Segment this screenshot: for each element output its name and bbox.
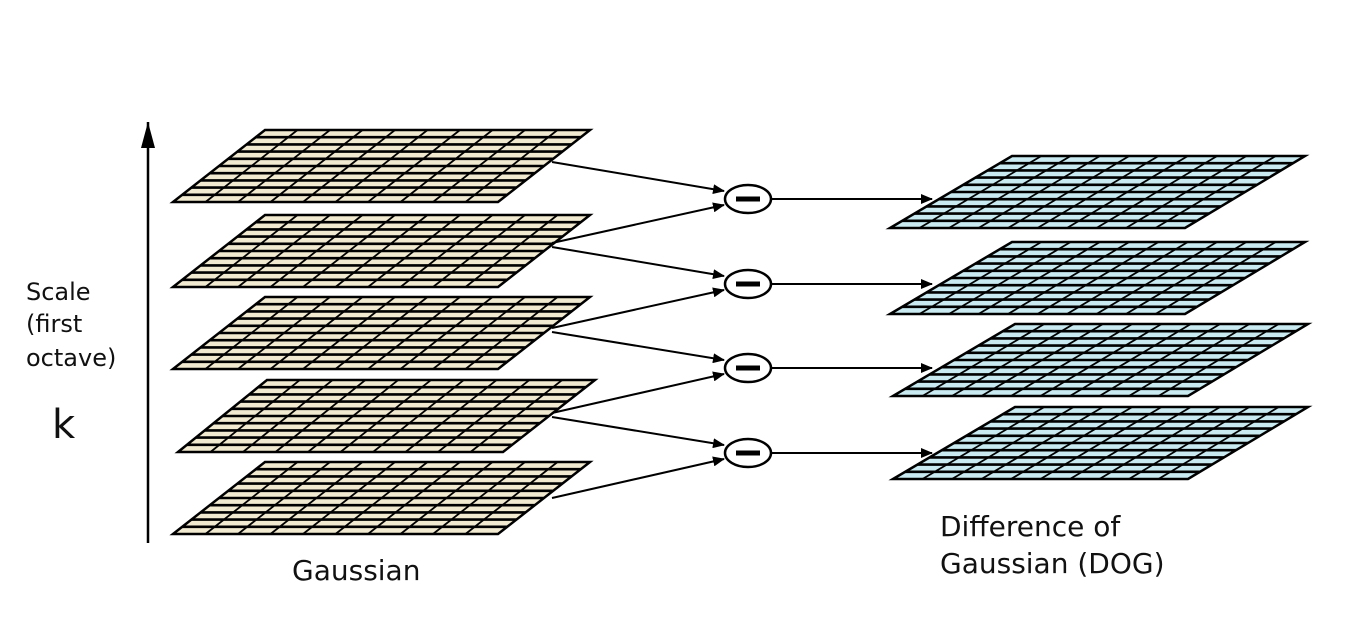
- minus-sign: [736, 450, 760, 456]
- dog-layer-2-grid-col: [1125, 241, 1247, 315]
- gaussian-layer-5-grid-col: [464, 461, 559, 535]
- gaussian-layer-3-grid-col: [399, 296, 494, 370]
- gaussian-layer-5-grid-col: [399, 461, 494, 535]
- minus-sign: [736, 281, 760, 287]
- gaussian-layer-1-grid-col: [399, 129, 494, 203]
- gaussian-layer-4-grid-col: [372, 379, 465, 453]
- dog-layer-4-grid-col: [1158, 406, 1280, 480]
- gaussian-layer-3: [169, 295, 594, 371]
- subtract-stage-3: [551, 331, 933, 414]
- gaussian-layer-1-grid-col: [334, 129, 429, 203]
- gaussian-layer-2: [169, 213, 594, 289]
- dog-layer-3-grid-col: [1040, 323, 1162, 397]
- dog-layer-1: [885, 154, 1310, 230]
- gaussian-layer-2-grid-col: [432, 214, 526, 288]
- gaussian-layer-2-grid-col: [367, 214, 461, 288]
- gaussian-layer-stack: [169, 128, 599, 536]
- dog-layer-2-grid-col: [1037, 241, 1159, 315]
- input-arrow-upper: [551, 246, 725, 280]
- subtract-stage-2: [551, 246, 933, 329]
- minus-sign: [736, 365, 760, 371]
- dog-layer-4-grid-col: [1069, 406, 1192, 480]
- input-arrow-lower: [551, 287, 725, 329]
- gaussian-layer-1-grid-col: [367, 129, 461, 203]
- gaussian-layer-5-grid-col: [432, 461, 526, 535]
- dog-layer-1-grid-col: [1037, 155, 1159, 229]
- gaussian-layer-2-grid-col: [399, 214, 494, 288]
- gaussian-layer-4: [174, 378, 599, 454]
- gaussian-layer-2-grid-col: [464, 214, 559, 288]
- dog-layer-1-grid-col: [1155, 155, 1277, 229]
- dog-layer-2-grid-col: [1066, 241, 1189, 315]
- gaussian-layer-4-grid-col: [469, 379, 563, 453]
- gaussian-label: Gaussian: [292, 554, 420, 587]
- dog-layer-4: [888, 405, 1313, 481]
- input-arrow-lower: [551, 456, 725, 499]
- dog-layer-3: [888, 322, 1313, 398]
- subtract-stage-4: [551, 416, 933, 499]
- dog-layer-1-grid-col: [1096, 155, 1218, 229]
- dog-layer-stack: [885, 154, 1313, 481]
- dog-label-line2: Gaussian (DOG): [940, 547, 1165, 580]
- scale-label-line2: (first: [26, 310, 82, 338]
- scale-axis-arrowhead: [141, 122, 155, 148]
- minus-sign: [736, 196, 760, 202]
- input-arrow-lower: [551, 371, 725, 414]
- gaussian-layer-3-grid-col: [334, 296, 429, 370]
- gaussian-layer-1-grid-col: [432, 129, 526, 203]
- input-arrow-upper: [551, 161, 725, 195]
- subtraction-connectors: [551, 161, 933, 499]
- gaussian-layer-3-grid-col: [464, 296, 559, 370]
- scale-label-line3: octave): [26, 344, 116, 372]
- dog-layer-4-grid-col: [1128, 406, 1250, 480]
- scale-label-line1: Scale: [26, 278, 91, 306]
- dog-label-line1: Difference of: [940, 510, 1121, 543]
- gaussian-layer-5-grid-col: [334, 461, 429, 535]
- gaussian-layer-1-grid-col: [464, 129, 559, 203]
- input-arrow-upper: [551, 331, 725, 364]
- dog-layer-4-grid-col: [1099, 406, 1221, 480]
- gaussian-layer-4-grid-col: [339, 379, 432, 453]
- gaussian-layer-2-grid-col: [334, 214, 429, 288]
- gaussian-layer-3-grid-col: [367, 296, 461, 370]
- k-label: k: [52, 402, 76, 448]
- dog-layer-2-grid-col: [1096, 241, 1218, 315]
- dog-layer-1-grid-col: [1066, 155, 1189, 229]
- dog-layer-1-grid-col: [1125, 155, 1247, 229]
- input-arrow-lower: [551, 202, 725, 244]
- gaussian-layer-5: [169, 460, 594, 536]
- gaussian-layer-4-grid-col: [404, 379, 498, 453]
- dog-layer-3-grid-col: [1099, 323, 1221, 397]
- gaussian-layer-1: [169, 128, 594, 204]
- dog-layer-3-grid-col: [1158, 323, 1280, 397]
- dog-layer-3-grid-col: [1128, 323, 1250, 397]
- gaussian-layer-4-grid-col: [437, 379, 530, 453]
- gaussian-layer-3-grid-col: [432, 296, 526, 370]
- subtract-stage-1: [551, 161, 933, 244]
- dog-layer-4-grid-col: [1040, 406, 1162, 480]
- dog-layer-2: [885, 240, 1310, 316]
- gaussian-layer-5-grid-col: [367, 461, 461, 535]
- input-arrow-upper: [551, 416, 725, 449]
- dog-layer-3-grid-col: [1069, 323, 1192, 397]
- dog-layer-2-grid-col: [1155, 241, 1277, 315]
